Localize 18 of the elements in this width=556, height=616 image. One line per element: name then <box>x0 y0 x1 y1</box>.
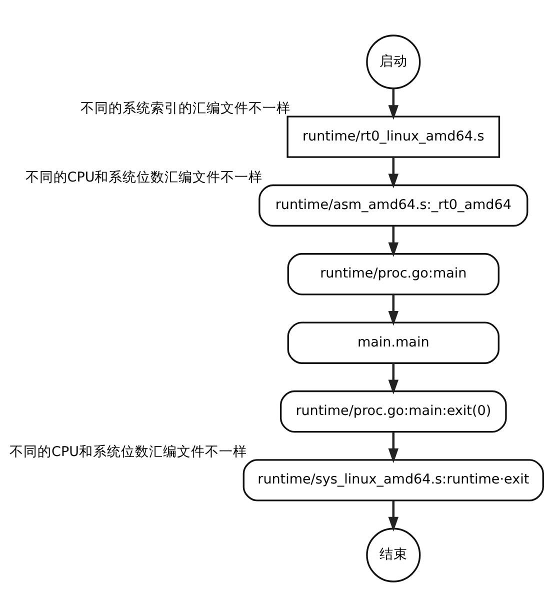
node-box: main.main <box>287 321 500 364</box>
node-circle: 结束 <box>366 527 421 582</box>
node-label: 不同的系统索引的汇编文件不一样 <box>80 100 291 116</box>
node-label: 不同的CPU和系统位数汇编文件不一样 <box>10 444 247 460</box>
node-label: 不同的CPU和系统位数汇编文件不一样 <box>25 168 263 185</box>
arrow <box>388 225 399 257</box>
node-box: runtime/proc.go:main:exit(0) <box>280 390 507 432</box>
arrow <box>388 294 399 326</box>
arrow <box>388 431 399 463</box>
arrow <box>388 500 399 532</box>
arrow <box>388 156 399 188</box>
node-box: runtime/proc.go:main <box>287 252 500 295</box>
arrow <box>388 362 399 394</box>
arrow <box>388 88 399 120</box>
node-box: runtime/sys_linux_amd64.s:runtime·exit <box>242 458 544 501</box>
node-circle: 启动 <box>366 34 421 89</box>
node-box: runtime/rt0_linux_amd64.s <box>286 115 500 158</box>
node-box: runtime/asm_amd64.s:_rt0_amd64 <box>258 184 528 226</box>
